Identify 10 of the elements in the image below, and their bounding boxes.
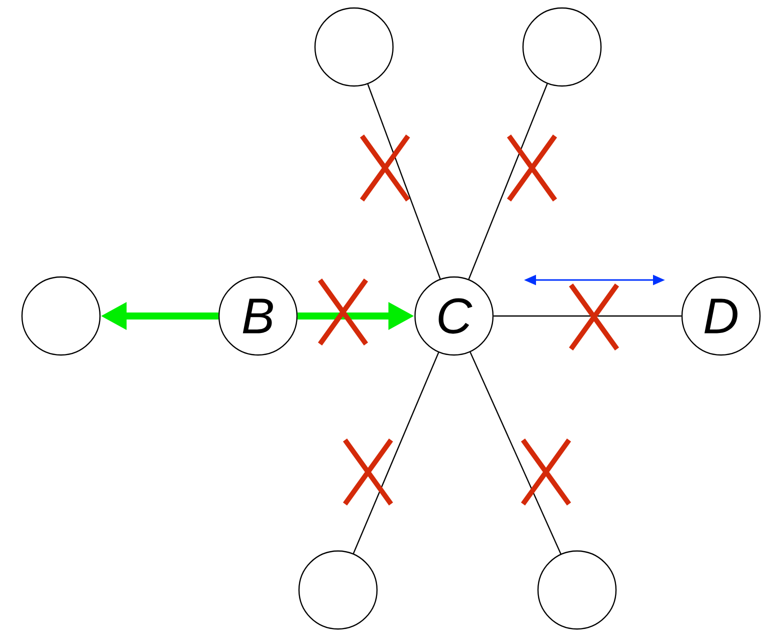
connector-line	[352, 352, 440, 554]
connector-line	[367, 84, 441, 280]
empty-circle	[298, 550, 378, 630]
connector-line	[494, 315, 682, 317]
connector-line	[470, 352, 562, 554]
empty-circle	[537, 550, 617, 630]
connector-line	[468, 84, 548, 280]
empty-circle	[21, 276, 101, 356]
empty-circle	[522, 7, 602, 87]
empty-circle	[314, 7, 394, 87]
